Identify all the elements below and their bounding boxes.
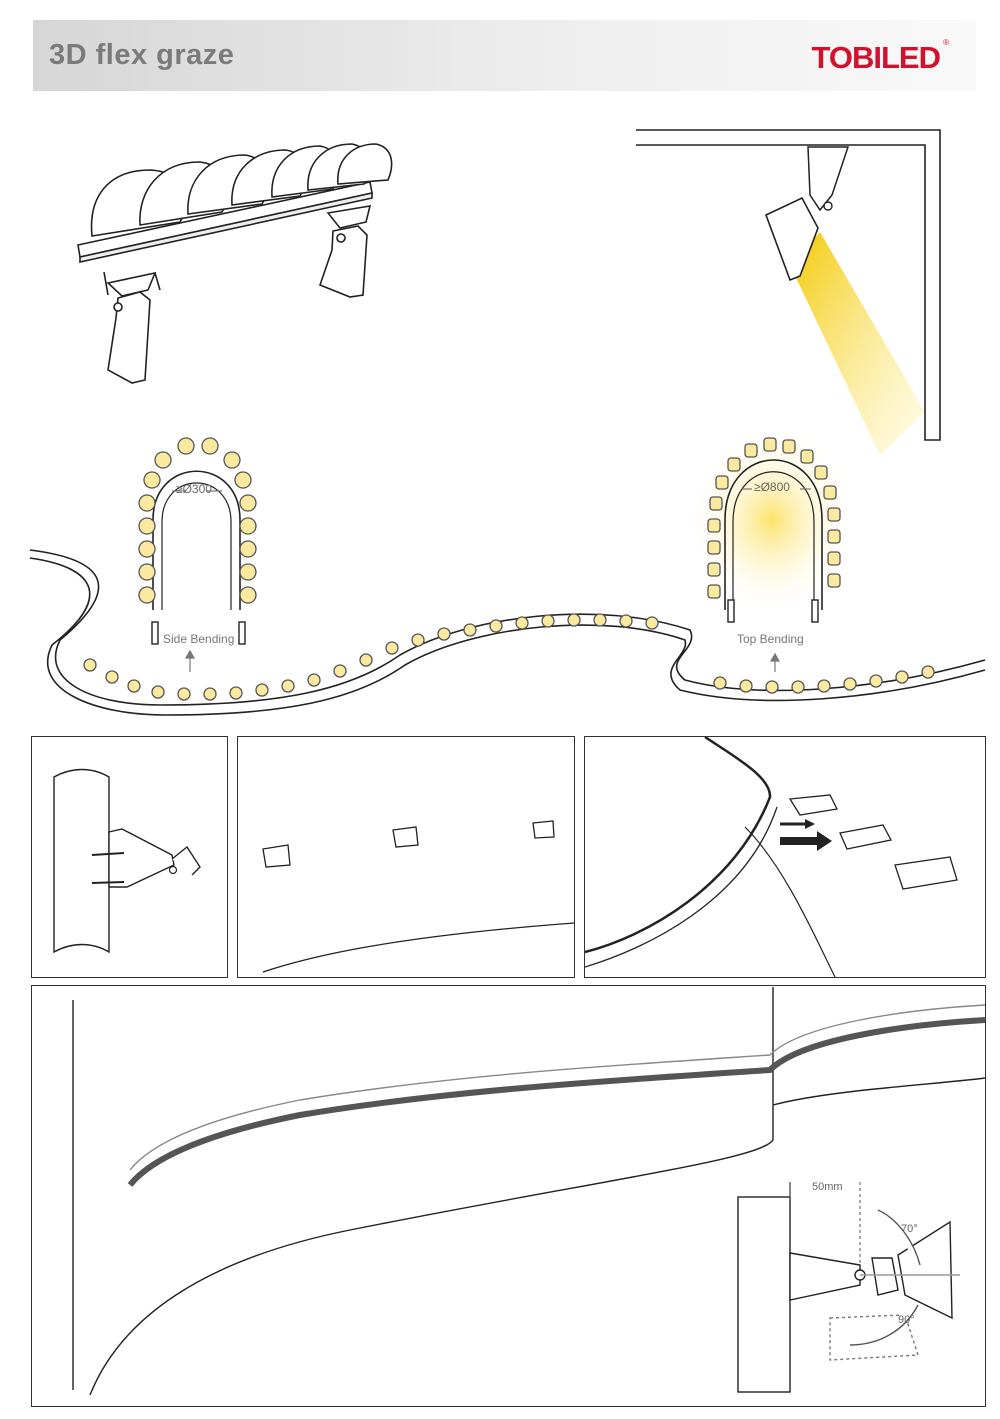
step-panel-2 <box>237 736 575 978</box>
snap-on-strip-drawing <box>584 735 958 978</box>
installation-wall-drawing <box>72 987 986 1396</box>
registered-mark: ® <box>943 38 949 47</box>
top-bending-label: Top Bending <box>737 632 804 646</box>
step-panel-3 <box>584 735 986 978</box>
bending-arrows <box>172 488 811 672</box>
side-bending-label: Side Bending <box>163 632 235 646</box>
bending-strip-drawing <box>29 549 986 716</box>
product-with-brackets-drawing <box>77 143 393 384</box>
brand-logo: TOBILED® <box>811 38 949 76</box>
brand-name: TOBILED <box>811 40 941 75</box>
wall-grazing-drawing <box>636 129 941 455</box>
screw-bracket-drawing <box>53 768 201 954</box>
rotate-angle-label: 90° <box>898 1314 915 1326</box>
install-overview-panel <box>31 985 986 1407</box>
step-panel-1 <box>31 736 228 978</box>
tilt-angle-label: 70° <box>901 1223 918 1235</box>
page-title: 3D flex graze <box>49 39 235 71</box>
bending-connectors <box>151 599 819 645</box>
mounting-detail-inset <box>737 1182 960 1393</box>
side-bending-diameter: ≥Ø300 <box>176 482 212 496</box>
bracket-spacing-drawing <box>262 820 575 973</box>
offset-dimension: 50mm <box>812 1181 843 1193</box>
header-bar: 3D flex graze TOBILED® <box>33 20 976 91</box>
top-bending-diameter: ≥Ø800 <box>754 480 790 494</box>
